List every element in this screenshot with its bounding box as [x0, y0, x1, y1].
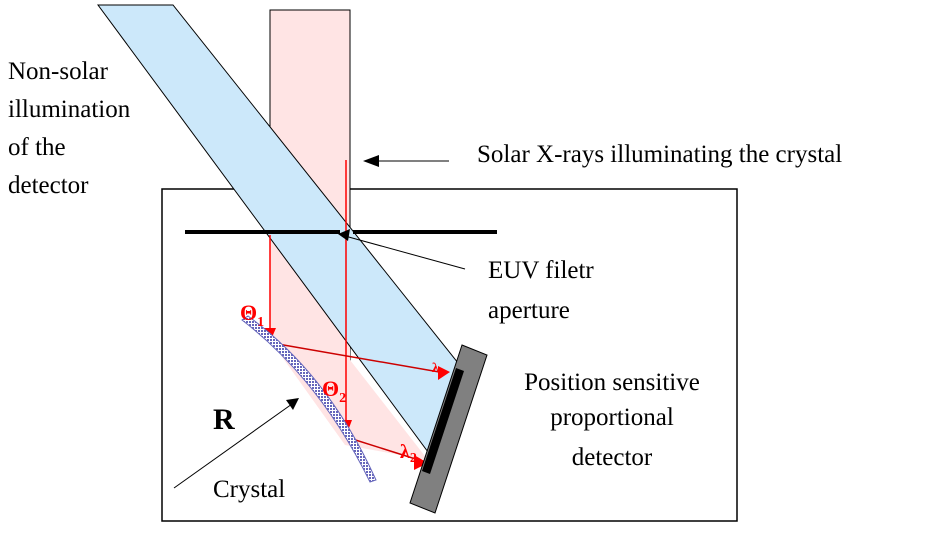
label-theta2: Θ2 — [322, 376, 346, 406]
theta1-subscript: 1 — [257, 315, 264, 330]
detector-window — [422, 368, 464, 474]
theta2-subscript: 2 — [339, 391, 346, 406]
label-theta1: Θ1 — [240, 300, 264, 330]
label-detector-line2: proportional — [550, 404, 674, 431]
lambda1-symbol: λ — [432, 361, 439, 376]
crystal-radius-pointer-arrowhead — [286, 398, 299, 410]
lambda1-subscript: 1 — [439, 368, 444, 379]
label-radius: R — [213, 403, 235, 436]
lambda2-symbol: λ — [400, 441, 410, 463]
crystal — [241, 315, 377, 483]
label-lambda2: λ2 — [400, 441, 417, 466]
label-crystal: Crystal — [213, 476, 285, 503]
label-non-solar-line2: illumination — [8, 96, 131, 123]
label-detector-line3: detector — [572, 444, 653, 471]
label-euv-filter-line1: EUV filetr — [488, 257, 594, 284]
label-detector-line1: Position sensitive — [524, 369, 700, 396]
ray-arrow-lambda1 — [438, 366, 450, 380]
crystal-radius-pointer-line — [173, 403, 293, 489]
label-non-solar-line3: of the — [8, 134, 66, 161]
solar-pointer-arrowhead — [363, 155, 379, 167]
label-solar-xrays: Solar X-rays illuminating the crystal — [477, 141, 842, 168]
label-non-solar-line1: Non-solar — [8, 58, 109, 85]
ray-arrow-lambda2 — [414, 455, 428, 470]
reflected-ray-1 — [271, 342, 446, 374]
theta2-symbol: Θ — [322, 376, 339, 401]
euv-pointer-arrowhead — [338, 229, 350, 241]
lambda2-subscript: 2 — [410, 451, 417, 466]
theta1-symbol: Θ — [240, 300, 257, 325]
label-non-solar-line4: detector — [8, 172, 89, 199]
label-euv-filter-line2: aperture — [488, 297, 570, 324]
reflected-ray-2 — [345, 436, 426, 463]
label-lambda1: λ1 — [432, 361, 444, 379]
euv-pointer-line — [344, 235, 466, 270]
